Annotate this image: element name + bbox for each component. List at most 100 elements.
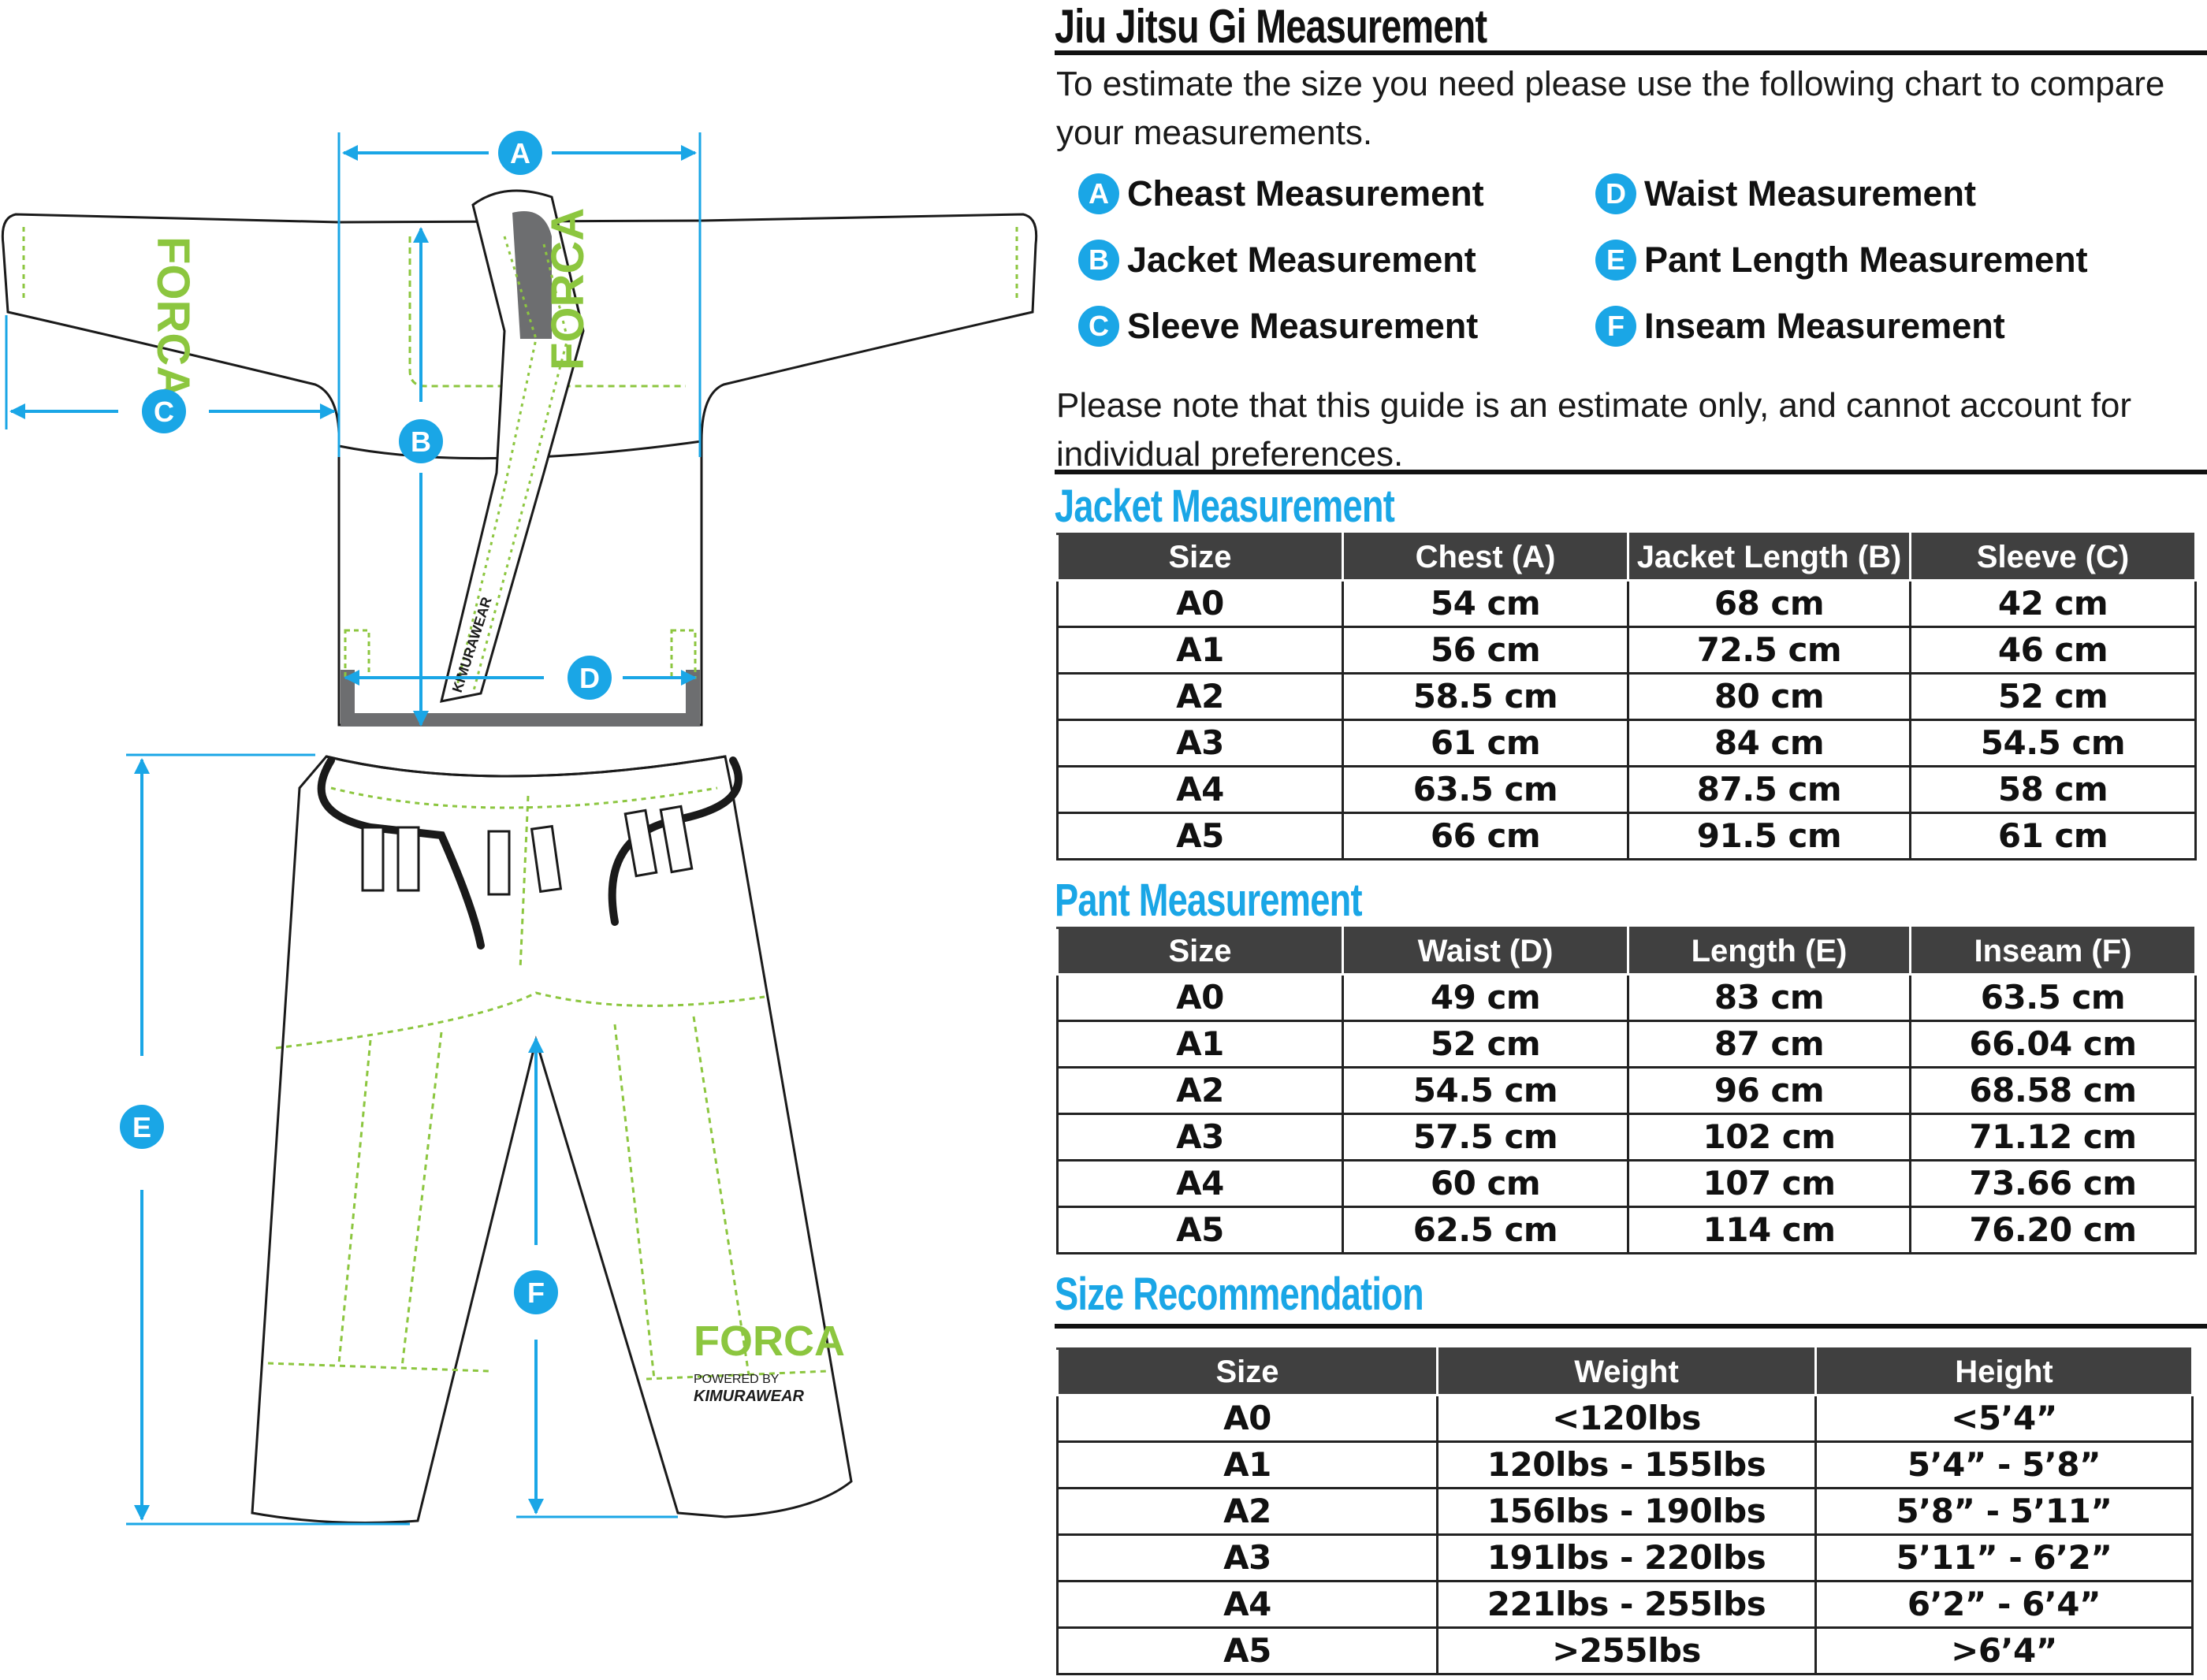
marker-c: C	[142, 389, 186, 433]
cell: 84 cm	[1627, 719, 1911, 768]
column-header: Size	[1056, 927, 1344, 976]
gi-illustration: FORCA FORCA KIMURAWEAR	[1, 131, 1038, 1526]
svg-text:KIMURAWEAR: KIMURAWEAR	[694, 1388, 805, 1405]
cell: A4	[1056, 1580, 1438, 1629]
cell: >255lbs	[1436, 1626, 1817, 1675]
cell: 68 cm	[1627, 579, 1911, 628]
recommendation-rule	[1055, 1324, 2207, 1329]
svg-text:F: F	[527, 1277, 545, 1309]
legend-item-f: F Inseam Measurement	[1595, 303, 2005, 350]
jacket-table: Size Chest (A) Jacket Length (B) Sleeve …	[1056, 533, 2197, 860]
cell: 61 cm	[1342, 719, 1629, 768]
cell: 46 cm	[1909, 626, 2197, 675]
recommendation-section-title: Size Recommendation	[1055, 1269, 1424, 1320]
cell: 56 cm	[1342, 626, 1629, 675]
table-header-row: Size Chest (A) Jacket Length (B) Sleeve …	[1056, 533, 2197, 582]
cell: A2	[1056, 672, 1344, 721]
cell: 58.5 cm	[1342, 672, 1629, 721]
cell: 156lbs - 190lbs	[1436, 1487, 1817, 1536]
cell: 62.5 cm	[1342, 1206, 1629, 1254]
brand-logo-sleeve: FORCA	[147, 236, 199, 399]
legend-label: Waist Measurement	[1644, 173, 1976, 214]
note-rule	[1055, 470, 2207, 474]
cell: A2	[1056, 1066, 1344, 1115]
legend-label: Cheast Measurement	[1127, 173, 1484, 214]
column-header: Waist (D)	[1342, 927, 1629, 976]
marker-b: B	[399, 419, 443, 463]
cell: A1	[1056, 1020, 1344, 1069]
cell: 61 cm	[1909, 812, 2197, 860]
cell: A0	[1056, 579, 1344, 628]
badge-f-icon: F	[1595, 306, 1636, 347]
cell: 52 cm	[1342, 1020, 1629, 1069]
cell: 102 cm	[1627, 1113, 1911, 1162]
svg-text:B: B	[411, 426, 431, 458]
legend-label: Inseam Measurement	[1644, 306, 2005, 346]
svg-text:A: A	[510, 137, 530, 169]
cell: 96 cm	[1627, 1066, 1911, 1115]
badge-a-icon: A	[1078, 173, 1119, 214]
jacket-section-title: Jacket Measurement	[1055, 481, 1395, 532]
cell: 87.5 cm	[1627, 765, 1911, 814]
cell: 107 cm	[1627, 1159, 1911, 1208]
cell: A5	[1056, 1206, 1344, 1254]
cell: 58 cm	[1909, 765, 2197, 814]
badge-c-icon: C	[1078, 306, 1119, 347]
cell: A4	[1056, 765, 1344, 814]
cell: A5	[1056, 812, 1344, 860]
cell: 54 cm	[1342, 579, 1629, 628]
cell: A5	[1056, 1626, 1438, 1675]
pants-drawing: FORCA POWERED BY KIMURAWEAR	[251, 755, 853, 1524]
legend-label: Sleeve Measurement	[1127, 306, 1479, 346]
cell: 5’4” - 5’8”	[1814, 1440, 2194, 1489]
dimension-c	[5, 315, 336, 429]
cell: 191lbs - 220lbs	[1436, 1533, 1817, 1582]
cell: A1	[1056, 626, 1344, 675]
cell: 63.5 cm	[1909, 973, 2197, 1022]
cell: A3	[1056, 1113, 1344, 1162]
legend-label: Pant Length Measurement	[1644, 240, 2088, 280]
cell: 57.5 cm	[1342, 1113, 1629, 1162]
cell: 83 cm	[1627, 973, 1911, 1022]
dimension-a	[337, 132, 702, 457]
badge-d-icon: D	[1595, 173, 1636, 214]
svg-text:FORCA: FORCA	[542, 208, 594, 370]
table-row: A5>255lbs>6’4”	[1056, 1626, 2194, 1675]
cell: A2	[1056, 1487, 1438, 1536]
cell: 49 cm	[1342, 973, 1629, 1022]
cell: >6’4”	[1814, 1626, 2194, 1675]
title-rule	[1055, 50, 2207, 55]
cell: 73.66 cm	[1909, 1159, 2197, 1208]
badge-e-icon: E	[1595, 240, 1636, 281]
cell: A1	[1056, 1440, 1438, 1489]
cell: 114 cm	[1627, 1206, 1911, 1254]
cell: 66 cm	[1342, 812, 1629, 860]
cell: 76.20 cm	[1909, 1206, 2197, 1254]
column-header: Height	[1814, 1347, 2194, 1396]
dimension-e	[126, 753, 410, 1526]
measurement-panel: Jiu Jitsu Gi Measurement To estimate the…	[1055, 0, 2207, 1680]
svg-text:E: E	[132, 1111, 151, 1143]
cell: 54.5 cm	[1909, 719, 2197, 768]
brand-logo-pants: FORCA POWERED BY KIMURAWEAR	[694, 1318, 845, 1405]
cell: 91.5 cm	[1627, 812, 1911, 860]
dimension-f	[516, 1037, 678, 1518]
cell: A0	[1056, 973, 1344, 1022]
column-header: Size	[1056, 1347, 1438, 1396]
column-header: Sleeve (C)	[1909, 533, 2197, 582]
column-header: Chest (A)	[1342, 533, 1629, 582]
column-header: Length (E)	[1627, 927, 1911, 976]
marker-d: D	[568, 656, 612, 700]
svg-text:C: C	[154, 396, 174, 428]
